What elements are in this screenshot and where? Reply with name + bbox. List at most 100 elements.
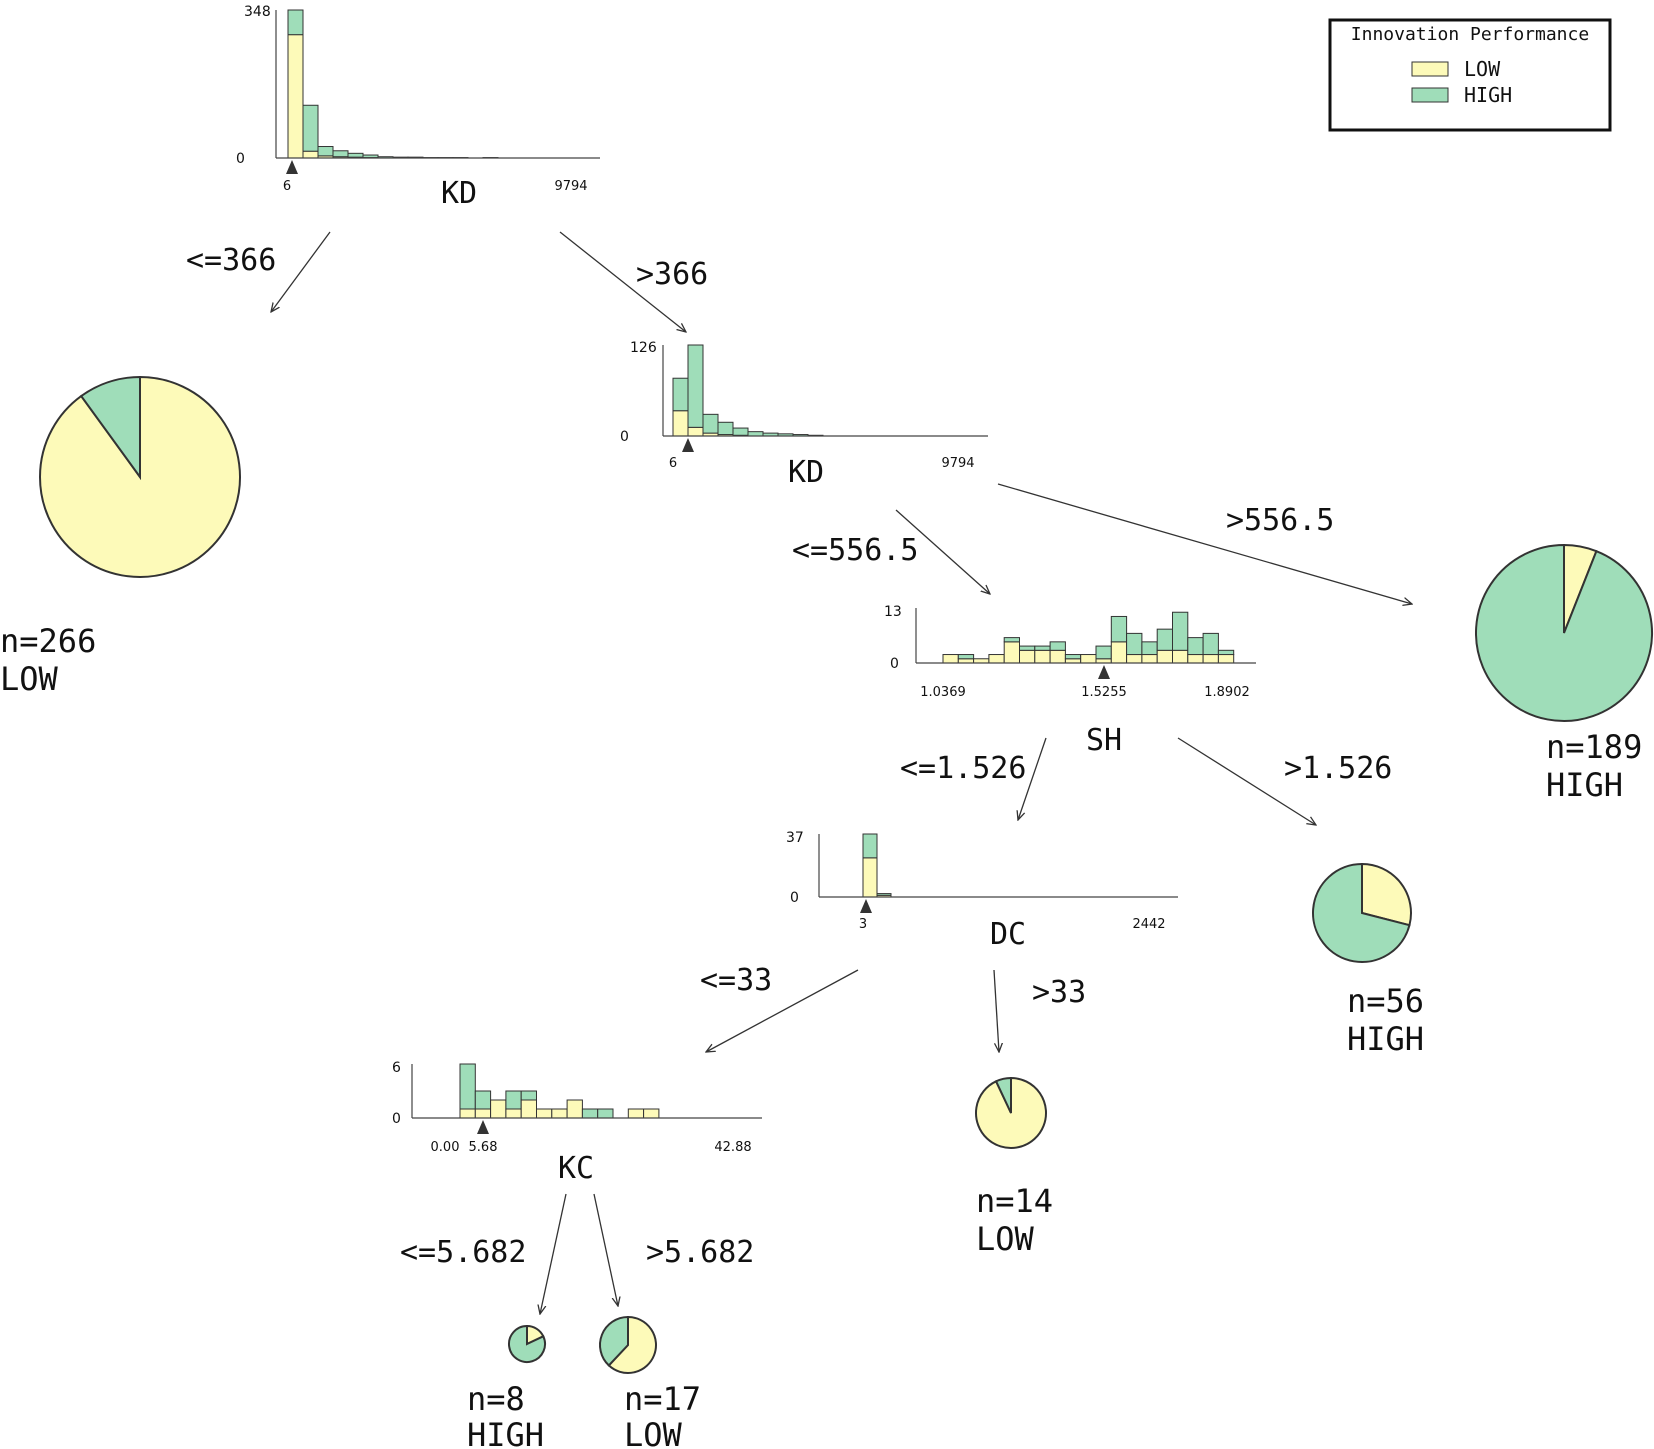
bar-segment-low bbox=[942, 654, 959, 664]
bar-segment-low bbox=[1202, 654, 1219, 664]
x-min-label: 0.00 bbox=[431, 1140, 460, 1155]
y-min-label: 0 bbox=[620, 429, 629, 445]
bar-segment-high bbox=[1202, 632, 1219, 656]
split-marker bbox=[1098, 665, 1110, 679]
bar-segment-high bbox=[1110, 615, 1128, 643]
edge-label-dc-left: <=33 bbox=[700, 963, 772, 998]
pie-slice-low bbox=[975, 1076, 1047, 1149]
pie-slice-high bbox=[1312, 862, 1411, 963]
bar-segment-high bbox=[1019, 645, 1036, 651]
bar-segment-low bbox=[957, 658, 975, 664]
leaf-count: n=56 bbox=[1347, 982, 1424, 1020]
bar-segment-high bbox=[597, 1108, 614, 1119]
bar-segment-high bbox=[732, 427, 749, 436]
pie-chart bbox=[1312, 862, 1412, 963]
x-mid-label: 1.5255 bbox=[1081, 685, 1127, 700]
split-marker bbox=[860, 899, 872, 913]
node-variable-label: DC bbox=[990, 917, 1026, 952]
bar-segment-low bbox=[551, 1108, 568, 1119]
pie-slice-high bbox=[79, 375, 141, 481]
edge-dc-right bbox=[993, 969, 999, 1052]
y-min-label: 0 bbox=[890, 656, 899, 672]
bar-segment-high bbox=[302, 104, 319, 152]
bar-segment-high bbox=[747, 431, 764, 437]
leaf-count: n=8 bbox=[467, 1380, 525, 1418]
bar-segment-low bbox=[1064, 658, 1082, 664]
node-variable-label: KC bbox=[558, 1151, 594, 1186]
leaf-class: LOW bbox=[0, 660, 59, 698]
bar-segment-high bbox=[672, 377, 689, 412]
pie-chart bbox=[599, 1315, 657, 1374]
pie-chart bbox=[975, 1076, 1047, 1149]
bar-segment-low bbox=[1095, 658, 1112, 664]
edge-label-kd2-right: >556.5 bbox=[1226, 503, 1334, 538]
y-max-label: 6 bbox=[392, 1060, 401, 1076]
bar-segment-low bbox=[1156, 649, 1173, 664]
edge-label-kc-left: <=5.682 bbox=[400, 1235, 526, 1270]
edge-label-sh-left: <=1.526 bbox=[900, 751, 1026, 786]
edge-dc-left bbox=[706, 969, 859, 1052]
pie-slice-high bbox=[994, 1076, 1012, 1114]
bar-segment-low bbox=[687, 426, 704, 437]
y-min-label: 0 bbox=[790, 890, 799, 906]
bar-segment-high bbox=[1049, 641, 1066, 651]
edge-label-sh-right: >1.526 bbox=[1284, 751, 1392, 786]
leaf-class: LOW bbox=[976, 1220, 1035, 1258]
edge-label-root-right: >366 bbox=[636, 257, 708, 292]
split-marker bbox=[682, 438, 694, 452]
x-max-label: 2442 bbox=[1132, 917, 1165, 932]
bar-segment-high bbox=[1126, 632, 1143, 656]
histogram-kd2 bbox=[672, 344, 824, 437]
pie-chart bbox=[1475, 543, 1653, 722]
pie-chart bbox=[508, 1324, 546, 1363]
bar-segment-high bbox=[1187, 637, 1204, 656]
bar-segment-low bbox=[1034, 649, 1051, 664]
edge-label-kc-right: >5.682 bbox=[646, 1235, 754, 1270]
bar-segment-high bbox=[347, 152, 364, 158]
legend-swatch-low bbox=[1411, 61, 1449, 77]
y-min-label: 0 bbox=[236, 151, 245, 167]
bar-segment-low bbox=[474, 1108, 492, 1119]
bar-segment-high bbox=[1095, 645, 1112, 660]
bar-segment-low bbox=[627, 1108, 645, 1119]
x-max-label: 9794 bbox=[554, 179, 587, 194]
pie-slice-high bbox=[1475, 543, 1653, 722]
bar-segment-high bbox=[687, 344, 704, 428]
bar-segment-low bbox=[566, 1099, 583, 1119]
pie-slice-high bbox=[508, 1324, 546, 1363]
bar-segment-low bbox=[1003, 641, 1021, 664]
bar-segment-high bbox=[1141, 641, 1158, 656]
edge-label-kd2-left: <=556.5 bbox=[792, 533, 918, 568]
bar-segment-low bbox=[672, 410, 689, 437]
edge-root-left bbox=[271, 231, 331, 312]
split-marker bbox=[477, 1120, 489, 1134]
leaf-17: n=17 LOW bbox=[599, 1315, 701, 1449]
bar-segment-low bbox=[1049, 649, 1066, 664]
bar-segment-high bbox=[1064, 654, 1082, 660]
bar-segment-high bbox=[717, 421, 734, 436]
histogram-sh bbox=[942, 611, 1235, 664]
leaf-count: n=14 bbox=[976, 1182, 1053, 1220]
bar-segment-high bbox=[332, 150, 349, 158]
bar-segment-high bbox=[1034, 645, 1051, 651]
legend-swatch-high bbox=[1411, 87, 1449, 103]
bar-segment-low bbox=[505, 1108, 522, 1119]
bar-segment-low bbox=[973, 658, 990, 664]
bar-segment-low bbox=[1126, 654, 1143, 664]
legend-label-low: LOW bbox=[1464, 57, 1501, 81]
bar-segment-low bbox=[490, 1099, 507, 1119]
bar-segment-low bbox=[1187, 654, 1204, 664]
legend-label-high: HIGH bbox=[1464, 83, 1512, 107]
bar-segment-low bbox=[1141, 654, 1158, 664]
node-variable-label: SH bbox=[1086, 723, 1122, 758]
leaf-8: n=8 HIGH bbox=[467, 1324, 546, 1449]
x-mid-label: 5.68 bbox=[469, 1140, 498, 1155]
node-root-kd: 348 0 6 9794 KD bbox=[236, 4, 600, 211]
edge-kc-right bbox=[593, 1193, 618, 1306]
bar-segment-high bbox=[862, 833, 878, 859]
bar-segment-low bbox=[862, 857, 878, 898]
leaf-class: HIGH bbox=[467, 1416, 544, 1449]
pie-slice-low bbox=[607, 1315, 657, 1374]
legend-box bbox=[1328, 18, 1612, 132]
bar-segment-low bbox=[287, 34, 304, 159]
